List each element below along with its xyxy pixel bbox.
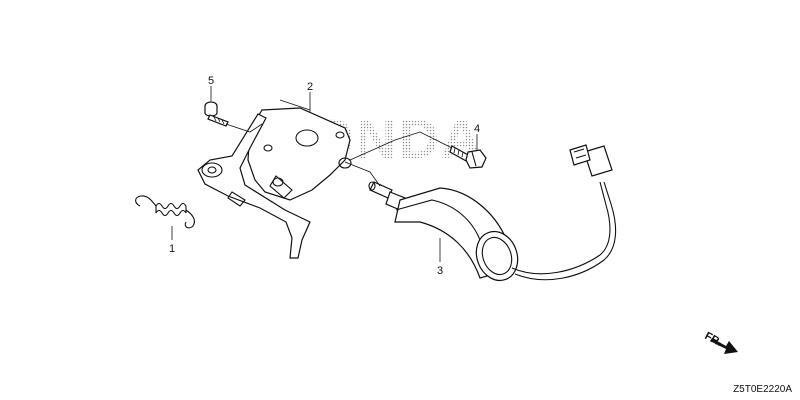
callout-1: 1 — [169, 243, 175, 255]
return-spring[interactable] — [135, 195, 195, 229]
leader-bolt-to-bracket — [349, 131, 453, 161]
fuel-cut-solenoid[interactable] — [368, 144, 617, 286]
bolt[interactable] — [449, 145, 487, 169]
diagram-code: Z5T0E2220A — [733, 384, 792, 395]
callout-2: 2 — [307, 81, 313, 93]
front-arrow-icon — [710, 338, 738, 354]
leader-line-2b — [279, 99, 311, 111]
callout-3: 3 — [437, 265, 443, 277]
bracket-hole-upper — [295, 129, 319, 147]
leader-solenoid-to-bracket — [344, 161, 381, 187]
front-direction-indicator: FR. — [703, 330, 738, 354]
callout-5: 5 — [208, 75, 214, 87]
screw[interactable] — [204, 101, 229, 127]
leader-screw-to-bracket — [225, 123, 263, 133]
callout-4: 4 — [474, 123, 480, 135]
bracket-assembly[interactable] — [197, 107, 352, 259]
